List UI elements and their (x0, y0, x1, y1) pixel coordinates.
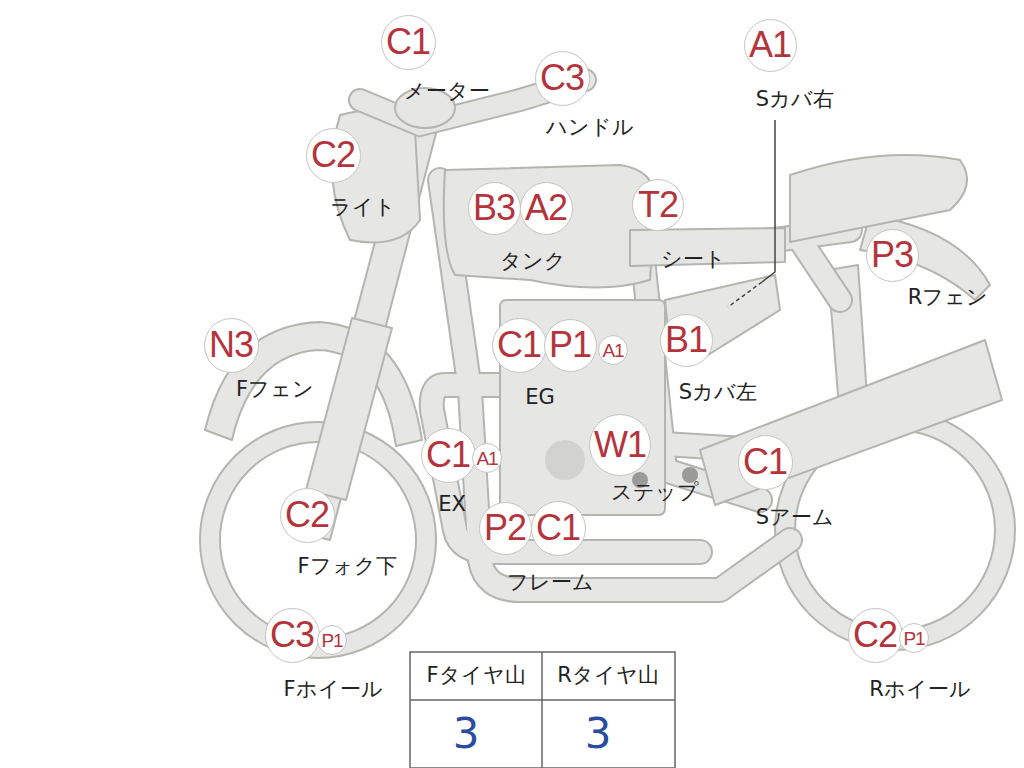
callout-code: C2 (285, 497, 329, 533)
part-name: Rタイヤ山 (557, 664, 659, 687)
callout-circle: C2 (306, 128, 361, 183)
callout-code: C1 (426, 437, 470, 473)
callout-code: C1 (386, 24, 430, 60)
part-name: Fタイヤ山 (426, 664, 525, 687)
callout-circle: C1 (531, 501, 586, 556)
callout-circle: N3 (204, 318, 259, 373)
callout-circle: C1 (421, 428, 476, 483)
callout-code: N3 (209, 327, 253, 363)
callout-code: W1 (594, 427, 646, 463)
part-name: Fフォク下 (297, 555, 396, 578)
part-name: Sカバ左 (679, 381, 757, 404)
callout-circle: A2 (520, 182, 573, 235)
callout-circle: A1 (744, 19, 797, 72)
callout-code: C2 (853, 617, 897, 653)
table-value: 3 (453, 711, 480, 757)
part-name: ライト (330, 196, 396, 219)
callout-circle: C2 (280, 488, 335, 543)
part-name: Fフェン (236, 378, 314, 401)
callout-circle: P1 (317, 625, 347, 655)
callout-code: C1 (536, 510, 580, 546)
leader-line (762, 120, 775, 282)
part-name: EG (525, 386, 555, 409)
callout-circle: P2 (479, 502, 532, 555)
callout-code: C1 (743, 444, 787, 480)
callout-circle: C1 (492, 318, 547, 373)
part-name: メーター (404, 80, 490, 103)
callout-code: P1 (549, 327, 591, 363)
callout-code: A1 (749, 27, 791, 63)
callout-circle: A1 (472, 443, 502, 473)
callout-code: P2 (484, 510, 526, 546)
callout-circle: P3 (866, 229, 919, 282)
callout-code: A1 (602, 341, 623, 360)
part-name: EX (438, 493, 466, 516)
callout-code: P3 (871, 237, 913, 273)
callout-code: B3 (473, 190, 515, 226)
part-name: Rフェン (908, 286, 989, 309)
callout-circle: W1 (589, 414, 651, 476)
swing-arm (700, 340, 1002, 505)
fork-lower (306, 318, 392, 500)
table-value: 3 (585, 711, 612, 757)
tank (444, 165, 655, 288)
callout-code: A2 (525, 190, 567, 226)
callout-code: B1 (665, 322, 707, 358)
callout-code: P1 (903, 629, 924, 648)
callout-code: C2 (311, 137, 355, 173)
callout-code: C1 (497, 327, 541, 363)
callout-circle: A1 (598, 335, 628, 365)
part-name: ハンドル (546, 116, 634, 139)
part-name: Sアーム (756, 506, 834, 529)
part-name: Fホイール (283, 678, 382, 701)
part-name: フレーム (507, 571, 594, 594)
callout-circle: P1 (899, 623, 929, 653)
callout-circle: C1 (381, 15, 436, 70)
tread-table (410, 652, 675, 768)
part-name: Rホイール (869, 678, 971, 701)
part-name: ステップ (611, 481, 699, 504)
callout-circle: B1 (660, 314, 713, 367)
callout-code: C3 (270, 617, 314, 653)
callout-circle: B3 (468, 182, 521, 235)
callout-code: P1 (321, 631, 342, 650)
callout-code: C3 (540, 60, 584, 96)
callout-circle: T2 (632, 179, 684, 231)
callout-circle: C3 (535, 51, 590, 106)
leader-line-dashed (728, 282, 762, 307)
callout-code: A1 (476, 449, 497, 468)
part-name: Sカバ右 (756, 88, 834, 111)
part-name: タンク (500, 250, 566, 273)
callout-circle: C2 (848, 608, 903, 663)
callout-code: T2 (638, 187, 678, 223)
callout-circle: C1 (738, 435, 793, 490)
front-fork (298, 110, 440, 540)
callout-circle: P1 (544, 319, 597, 372)
part-name: シート (661, 248, 726, 271)
callout-circle: C3 (265, 608, 320, 663)
seat-tail (790, 155, 967, 242)
